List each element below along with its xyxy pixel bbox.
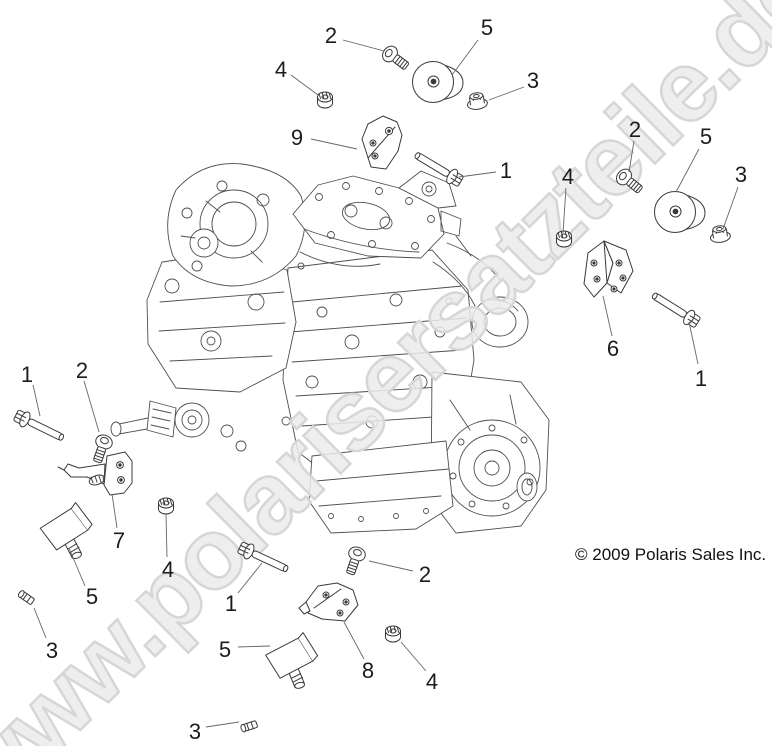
- callout-right-bracket: 6: [607, 336, 619, 361]
- callout-bottom-lock-nut: 4: [426, 669, 438, 694]
- leader-line: [458, 171, 497, 178]
- leader-line: [675, 148, 700, 193]
- leader-line: [628, 140, 635, 173]
- leader-line: [33, 607, 47, 639]
- lock-nut-icon-right: [556, 230, 572, 248]
- callout-top-flange-nut: 3: [527, 68, 539, 93]
- block-mount-icon-left: [35, 499, 102, 568]
- callout-bottom-set-screw: 3: [189, 719, 201, 744]
- leader-line: [205, 721, 240, 728]
- callout-left-set-screw: 3: [46, 638, 58, 663]
- callout-left-bracket: 7: [113, 528, 125, 553]
- leader-line: [400, 641, 427, 672]
- flange-nut-icon-right: [708, 223, 732, 245]
- callout-top-bolt: 1: [500, 158, 512, 183]
- leader-line: [722, 186, 739, 230]
- leader-line: [165, 513, 168, 558]
- bolt-icon-right: [648, 287, 703, 331]
- callout-top-bracket: 9: [291, 125, 303, 150]
- leader-line: [83, 380, 100, 433]
- leader-line: [602, 295, 613, 337]
- leader-line: [310, 138, 358, 150]
- bracket-icon-9: [361, 115, 403, 170]
- set-screw-icon-left: [16, 589, 36, 606]
- leader-line: [111, 493, 118, 529]
- screw-icon-top: [379, 42, 413, 74]
- leader-line: [237, 562, 263, 594]
- lock-nut-icon-top: [317, 91, 333, 109]
- set-screw-icon-bottom: [239, 719, 259, 733]
- callout-bottom-screw: 2: [419, 562, 431, 587]
- lock-nut-icon-bottom: [385, 625, 401, 643]
- callout-right-lock-nut: 4: [562, 164, 574, 189]
- leader-line: [68, 547, 86, 587]
- callout-right-flange-nut: 3: [735, 162, 747, 187]
- callout-bottom-bracket: 8: [362, 658, 374, 683]
- leader-line: [237, 645, 271, 648]
- leader-line: [290, 74, 319, 96]
- callout-bottom-bolt: 1: [225, 591, 237, 616]
- callout-right-bolt: 1: [695, 366, 707, 391]
- engine-line-art: [110, 163, 550, 534]
- callout-left-lock-nut: 4: [162, 557, 174, 582]
- callout-top-lock-nut: 4: [275, 57, 287, 82]
- bracket-icon-8: [298, 582, 359, 622]
- copyright-text: © 2009 Polaris Sales Inc.: [575, 545, 766, 564]
- leader-line: [368, 560, 414, 572]
- leader-line: [488, 86, 525, 101]
- flange-nut-icon-top: [465, 90, 489, 112]
- lock-nut-icon-left: [158, 497, 174, 515]
- bracket-icon-7: [57, 451, 133, 496]
- leader-line: [32, 384, 41, 417]
- leader-line: [451, 39, 479, 76]
- callout-bottom-mount: 5: [219, 637, 231, 662]
- round-mount-icon-top: [412, 61, 464, 103]
- round-mount-icon-right: [654, 191, 706, 233]
- block-mount-icon-bottom: [262, 630, 325, 696]
- leader-line: [343, 621, 365, 660]
- screw-icon-bottom: [341, 544, 368, 578]
- leader-line: [562, 187, 567, 234]
- callout-left-bolt: 1: [21, 362, 33, 387]
- callout-right-mount: 5: [700, 124, 712, 149]
- callout-left-mount: 5: [86, 584, 98, 609]
- leader-line: [688, 321, 699, 365]
- bracket-icon-6: [583, 240, 634, 298]
- callout-top-mount: 5: [481, 15, 493, 40]
- callout-right-screw: 2: [629, 117, 641, 142]
- callout-top-screw: 2: [325, 23, 337, 48]
- leader-line: [342, 39, 385, 52]
- callout-left-screw: 2: [76, 358, 88, 383]
